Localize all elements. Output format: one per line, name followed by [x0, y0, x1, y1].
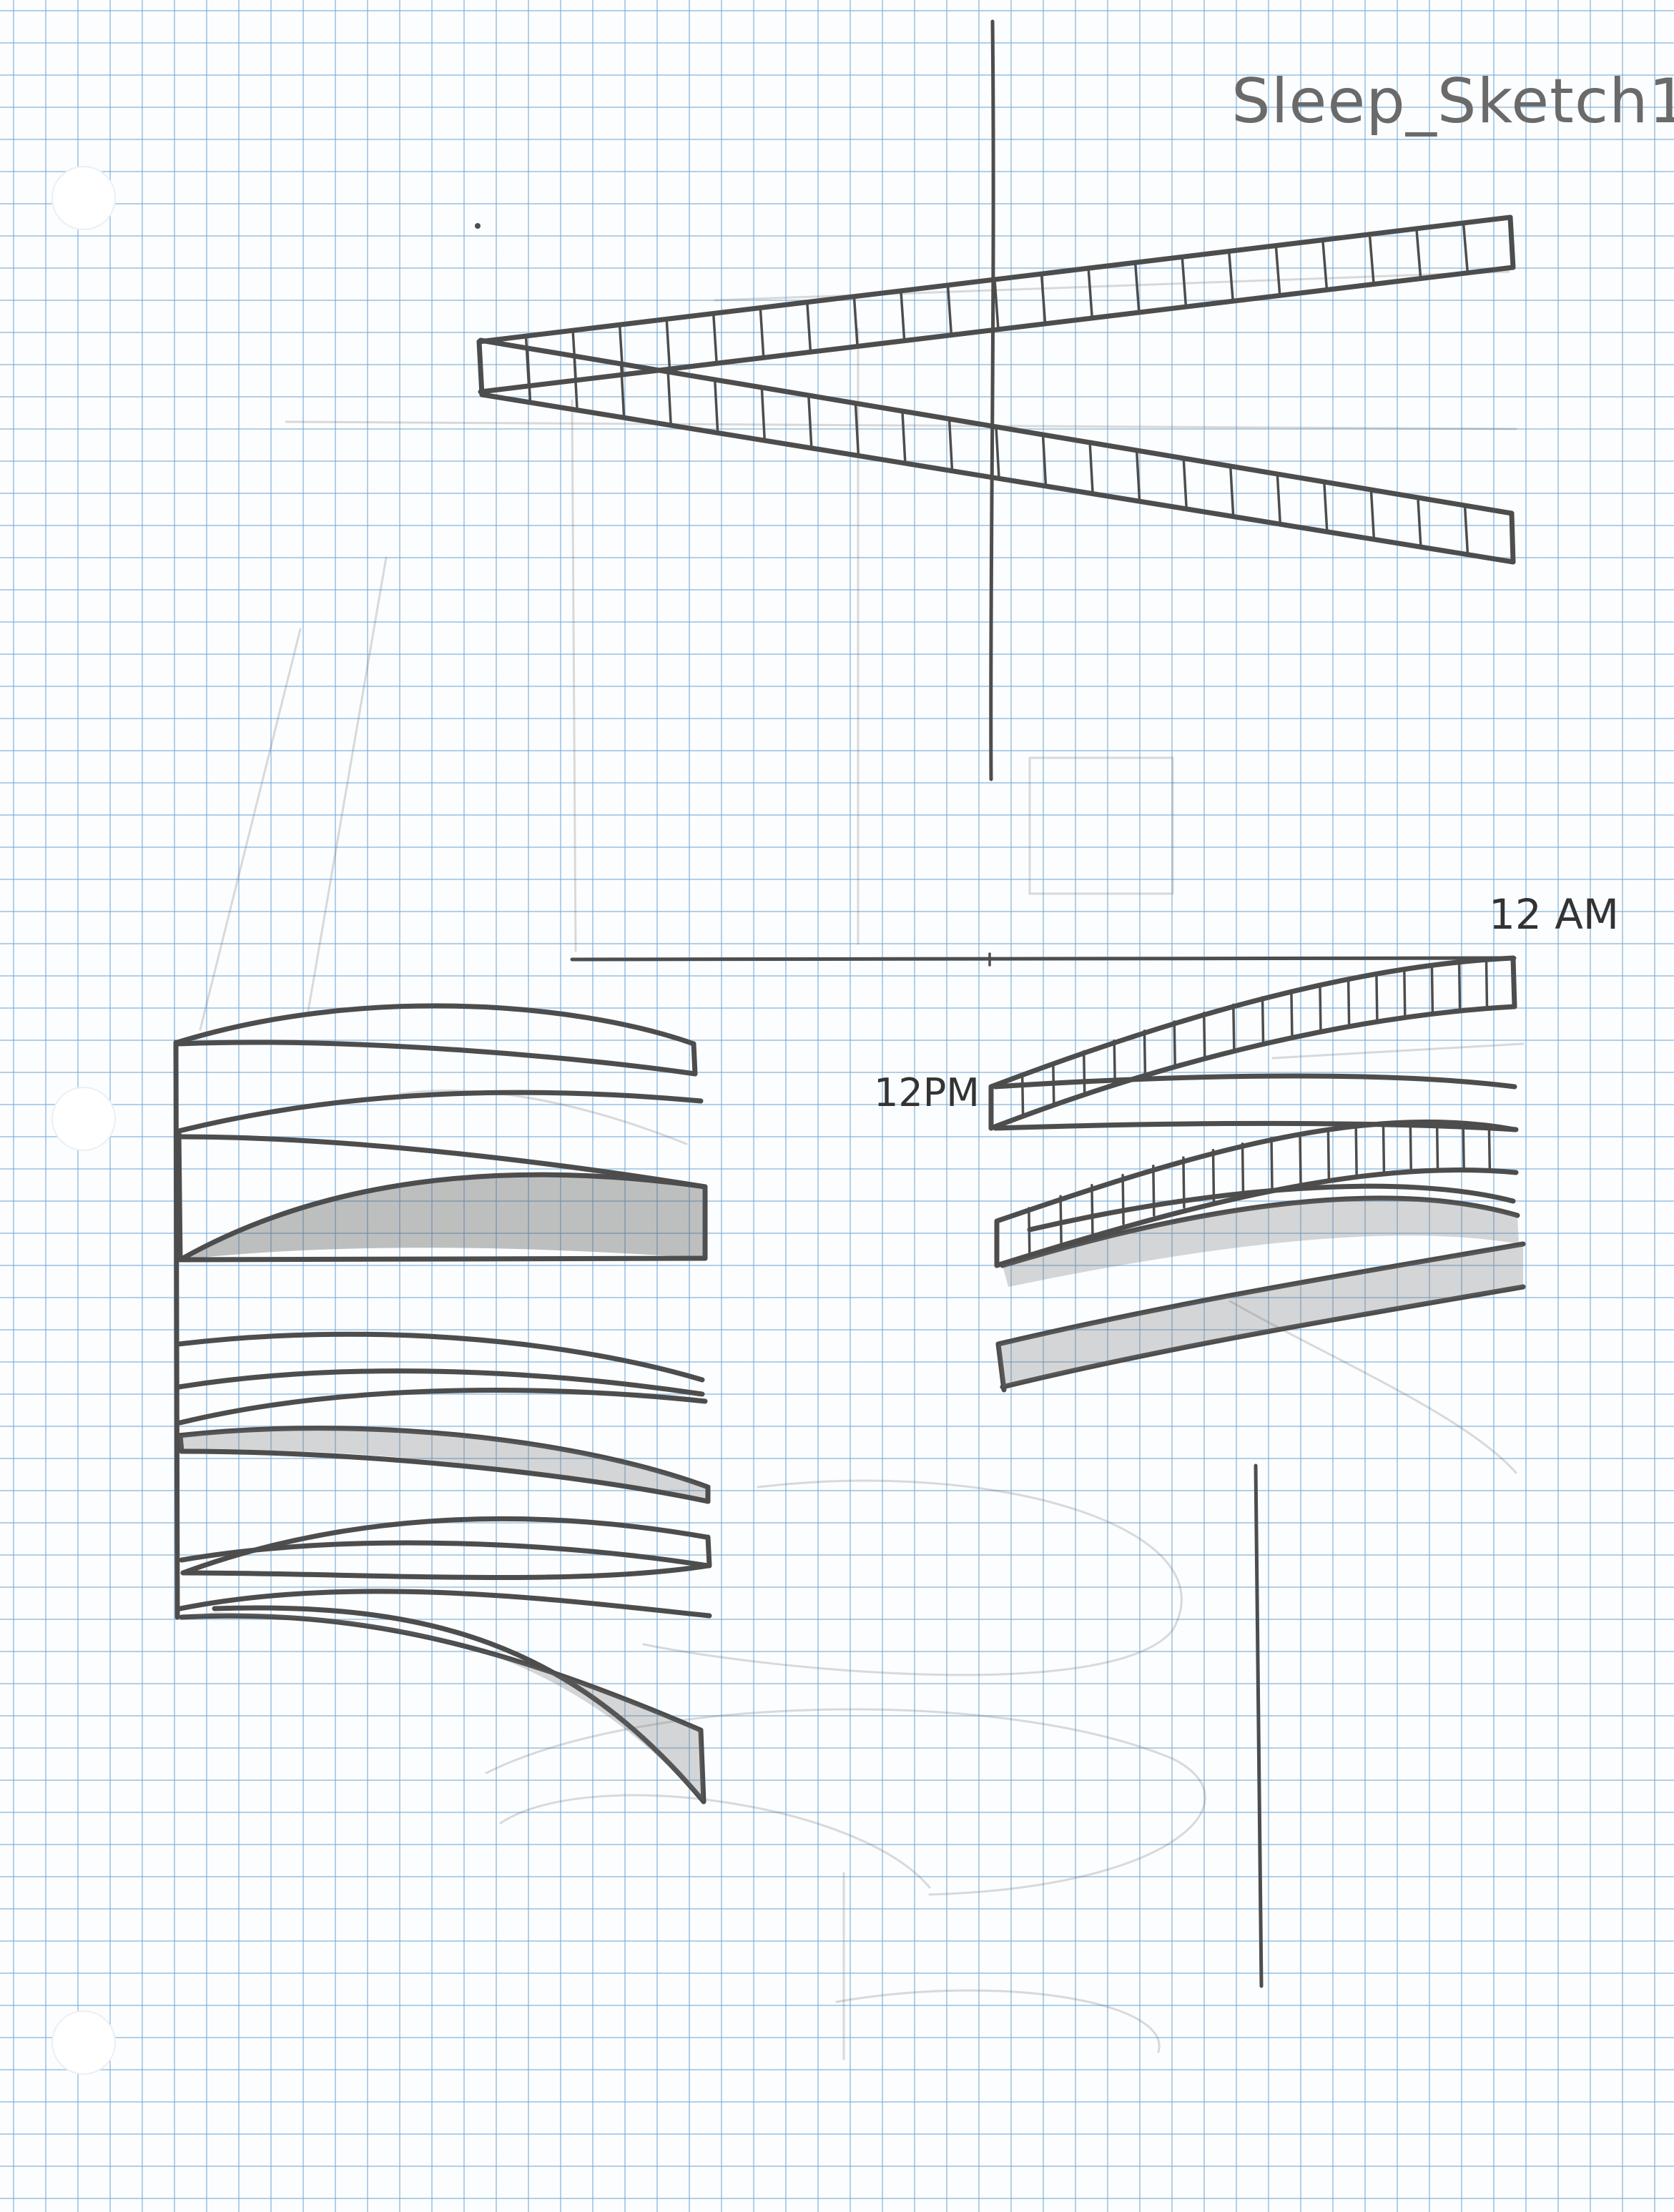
horizontal-axis-line	[572, 958, 1515, 959]
erased-construction-lines	[200, 272, 1523, 2059]
lower-vertical-line	[1256, 1466, 1261, 1986]
top-ladder-figure	[475, 21, 1513, 779]
left-stacked-bands	[176, 1006, 709, 1802]
right-stacked-bands	[991, 958, 1523, 1390]
